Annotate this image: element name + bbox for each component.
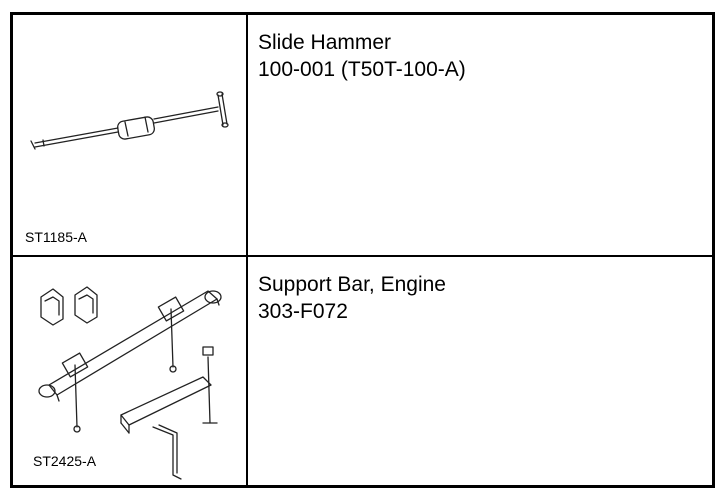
- tool-name: Support Bar, Engine: [258, 273, 446, 296]
- slide-hammer-icon: [30, 91, 229, 150]
- tool-image-cell-2: ST2425-A: [13, 257, 246, 485]
- tool-name: Slide Hammer: [258, 31, 392, 54]
- image-code: ST1185-A: [25, 229, 87, 245]
- tool-part-number: 100-001 (T50T-100-A): [258, 58, 466, 81]
- tool-part-number: 303-F072: [258, 300, 348, 323]
- tool-description-cell-1: Slide Hammer 100-001 (T50T-100-A): [248, 15, 712, 255]
- image-code: ST2425-A: [33, 453, 97, 469]
- engine-support-bar-icon: [38, 286, 222, 480]
- tool-image-cell-1: ST1185-A: [13, 15, 246, 255]
- tool-description-cell-2: Support Bar, Engine 303-F072: [248, 257, 712, 485]
- row-divider: [13, 255, 712, 257]
- tool-table: ST1185-A Slide Hammer 100-001 (T50T-100-…: [10, 12, 715, 488]
- column-divider: [246, 15, 248, 485]
